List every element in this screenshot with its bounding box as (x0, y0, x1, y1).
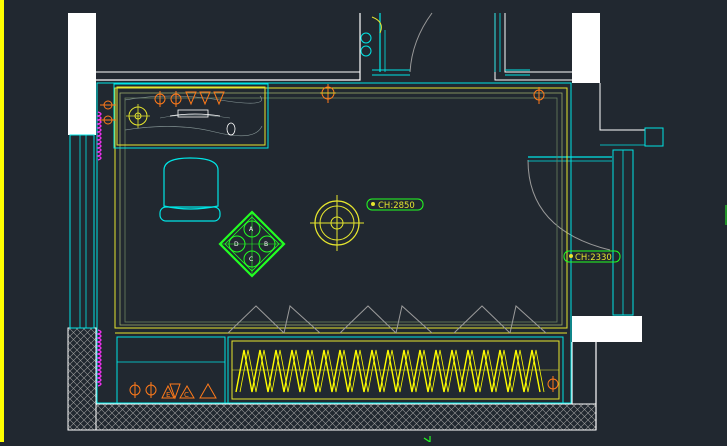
clothes-hangers (235, 349, 545, 393)
desk (113, 83, 269, 149)
downlight-icon-bottom-right (547, 376, 559, 392)
ceiling-height-tag-side[interactable]: CH:2330 (563, 250, 621, 263)
ceiling-height-side-label: CH:2330 (575, 253, 612, 263)
downlight-icon-top-center (320, 84, 336, 103)
wall-left-upper (68, 13, 96, 135)
socket-label-c: C (184, 391, 189, 399)
wall-top-right-line (504, 13, 572, 73)
magenta-wall-symbol-upper (96, 111, 102, 161)
chair-icon (159, 157, 221, 222)
door-right (527, 127, 664, 316)
wall-left-lower-hatched (67, 327, 97, 431)
wardrobe-door-swings (227, 305, 547, 334)
ceiling-height-main-label: CH:2850 (378, 201, 415, 211)
wall-top-line (96, 13, 361, 81)
wall-right-lower-pillar (572, 316, 642, 342)
mouse-icon (226, 122, 236, 136)
ceiling-height-tag-main[interactable]: CH:2850 (366, 198, 424, 211)
window-left (69, 134, 95, 329)
table-fixture-icon: A D B C (218, 210, 286, 278)
crosshair-cursor-icon (423, 436, 431, 443)
ceiling-light-icon (310, 195, 364, 251)
phone-socket-icons: E C (161, 382, 217, 400)
magenta-wall-symbol-lower (96, 329, 102, 387)
outlet-icons-bottom-left (129, 382, 157, 398)
wall-right-step (599, 83, 645, 131)
door-top (360, 12, 530, 76)
downlight-icon-top-right (533, 87, 545, 104)
wardrobe (116, 336, 564, 404)
room-outline (96, 82, 572, 404)
wall-right-upper (572, 13, 600, 83)
fixture-tag-bottom: C (249, 256, 253, 263)
keyboard-icon (177, 109, 209, 118)
fixture-tag-top: A (249, 226, 254, 233)
ceiling-outline (114, 87, 568, 334)
fixture-tag-right: B (264, 241, 268, 248)
wall-bottom-hatched (95, 403, 597, 431)
socket-label-e: E (166, 391, 170, 399)
fixture-tag-left: D (234, 241, 239, 248)
outlet-icons-desk (154, 91, 225, 107)
outlet-icons-left-wall (100, 100, 116, 125)
viewport-edge-line (0, 0, 4, 442)
